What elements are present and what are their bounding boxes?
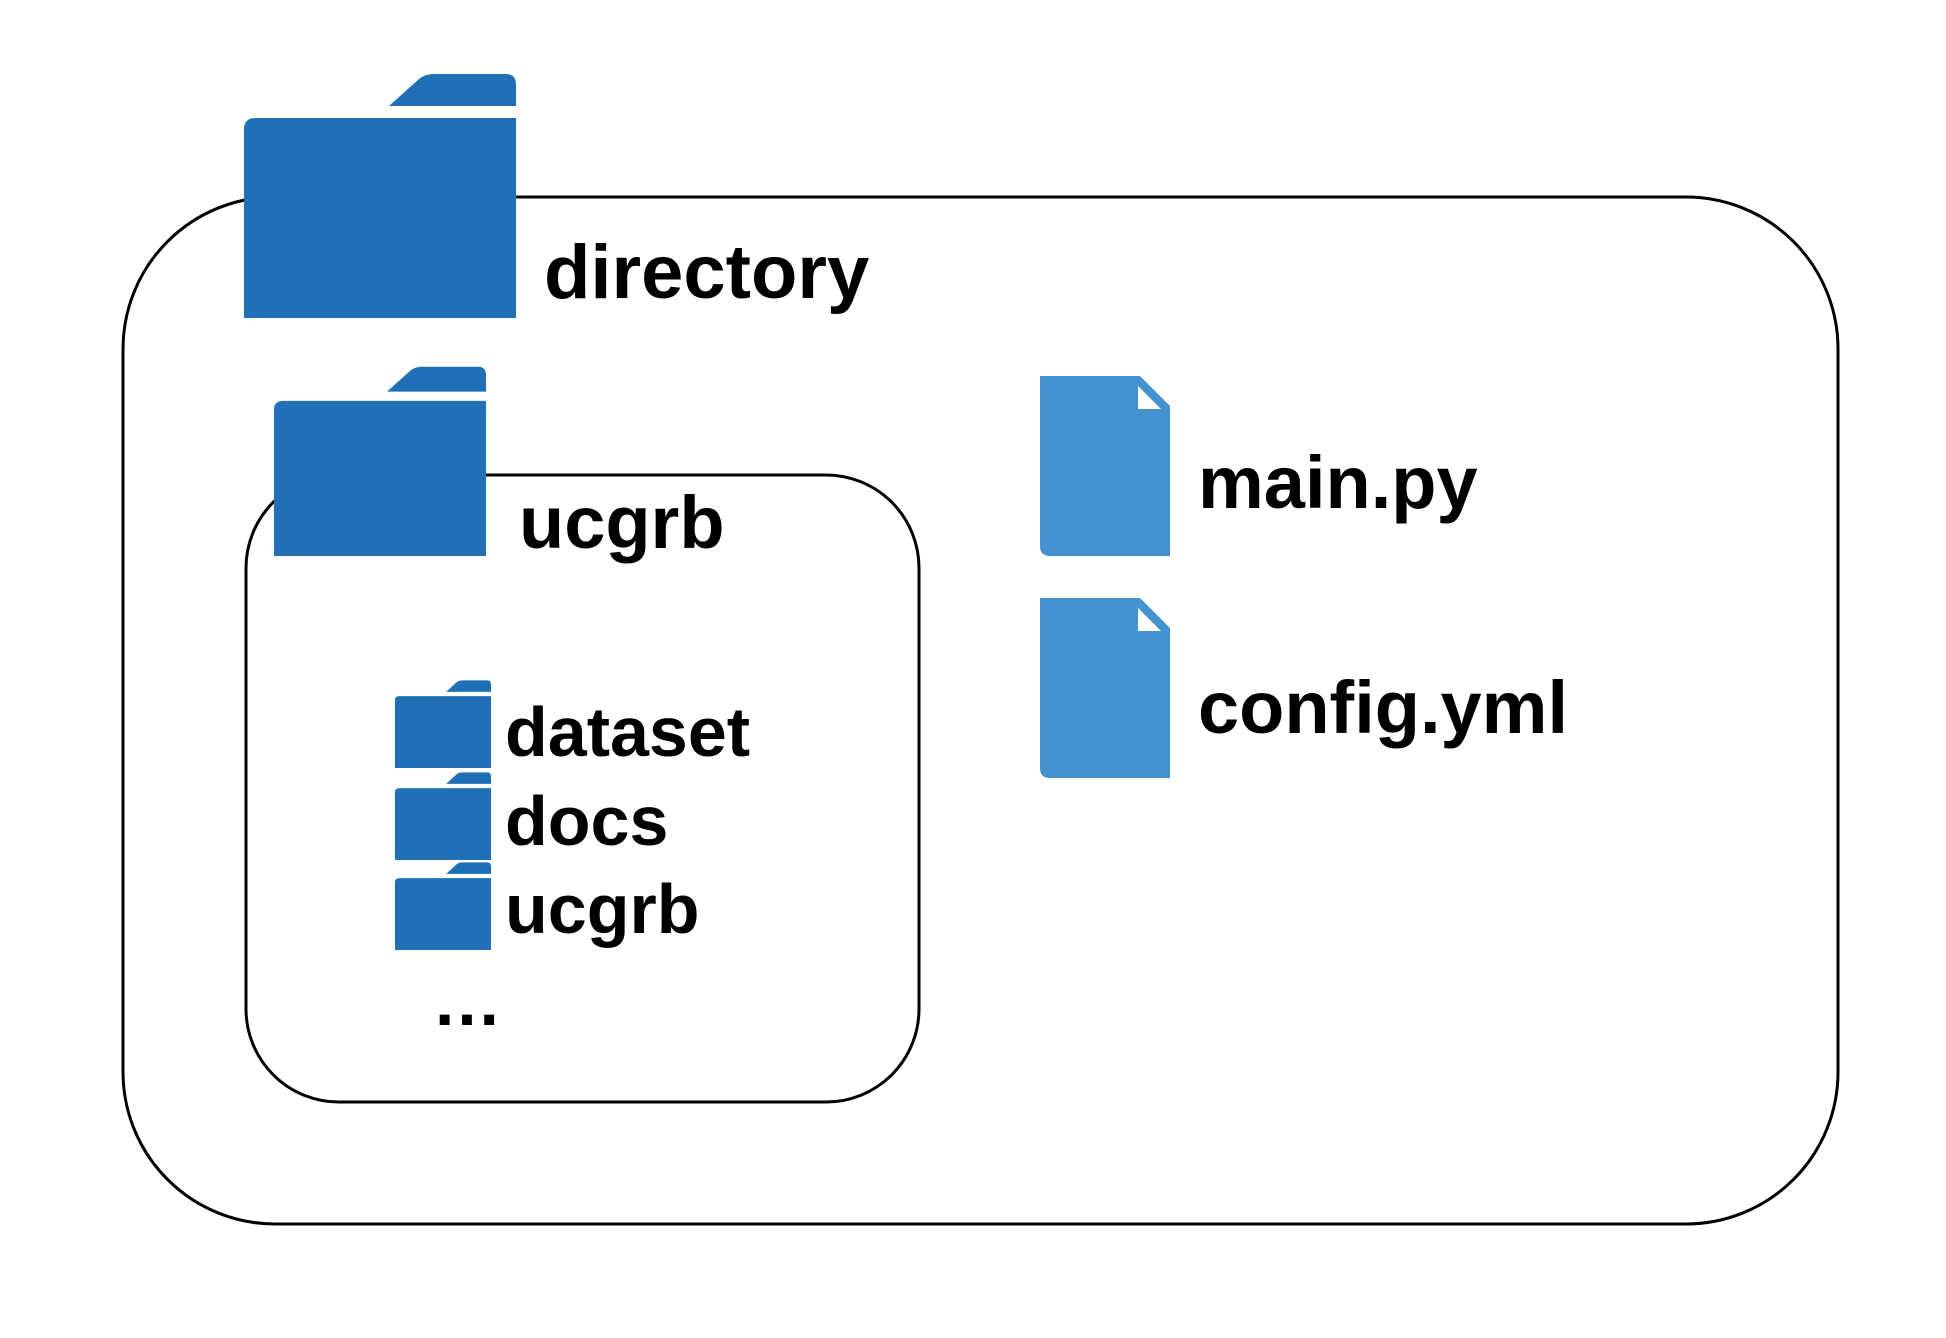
ucgrb-folder-label[interactable]: ucgrb: [519, 481, 725, 564]
more-items-ellipsis: …: [432, 962, 502, 1040]
root-directory-container: [121, 195, 1840, 1226]
dataset-label[interactable]: dataset: [505, 693, 750, 771]
main-py-file-icon: [1040, 376, 1170, 556]
root-folder-icon[interactable]: [244, 74, 516, 318]
file-item[interactable]: config.yml: [1040, 598, 1568, 778]
main-py-label[interactable]: main.py: [1198, 441, 1478, 524]
ucgrb-folder-icon[interactable]: [274, 366, 486, 556]
root-folder-label[interactable]: directory: [544, 230, 869, 315]
list-item[interactable]: docs: [395, 772, 668, 860]
config-yml-label[interactable]: config.yml: [1198, 666, 1568, 749]
dataset-folder-icon: [395, 680, 491, 768]
list-item[interactable]: ucgrb: [395, 862, 699, 950]
docs-folder-icon: [395, 772, 491, 860]
ucgrb-folder-container: [244, 473, 921, 1104]
list-item[interactable]: dataset: [395, 680, 750, 771]
config-yml-file-icon: [1040, 598, 1170, 778]
docs-label[interactable]: docs: [505, 782, 668, 860]
ucgrb-subfolder-icon: [395, 862, 491, 950]
ucgrb-sub-label[interactable]: ucgrb: [505, 870, 699, 948]
file-item[interactable]: main.py: [1040, 376, 1478, 556]
